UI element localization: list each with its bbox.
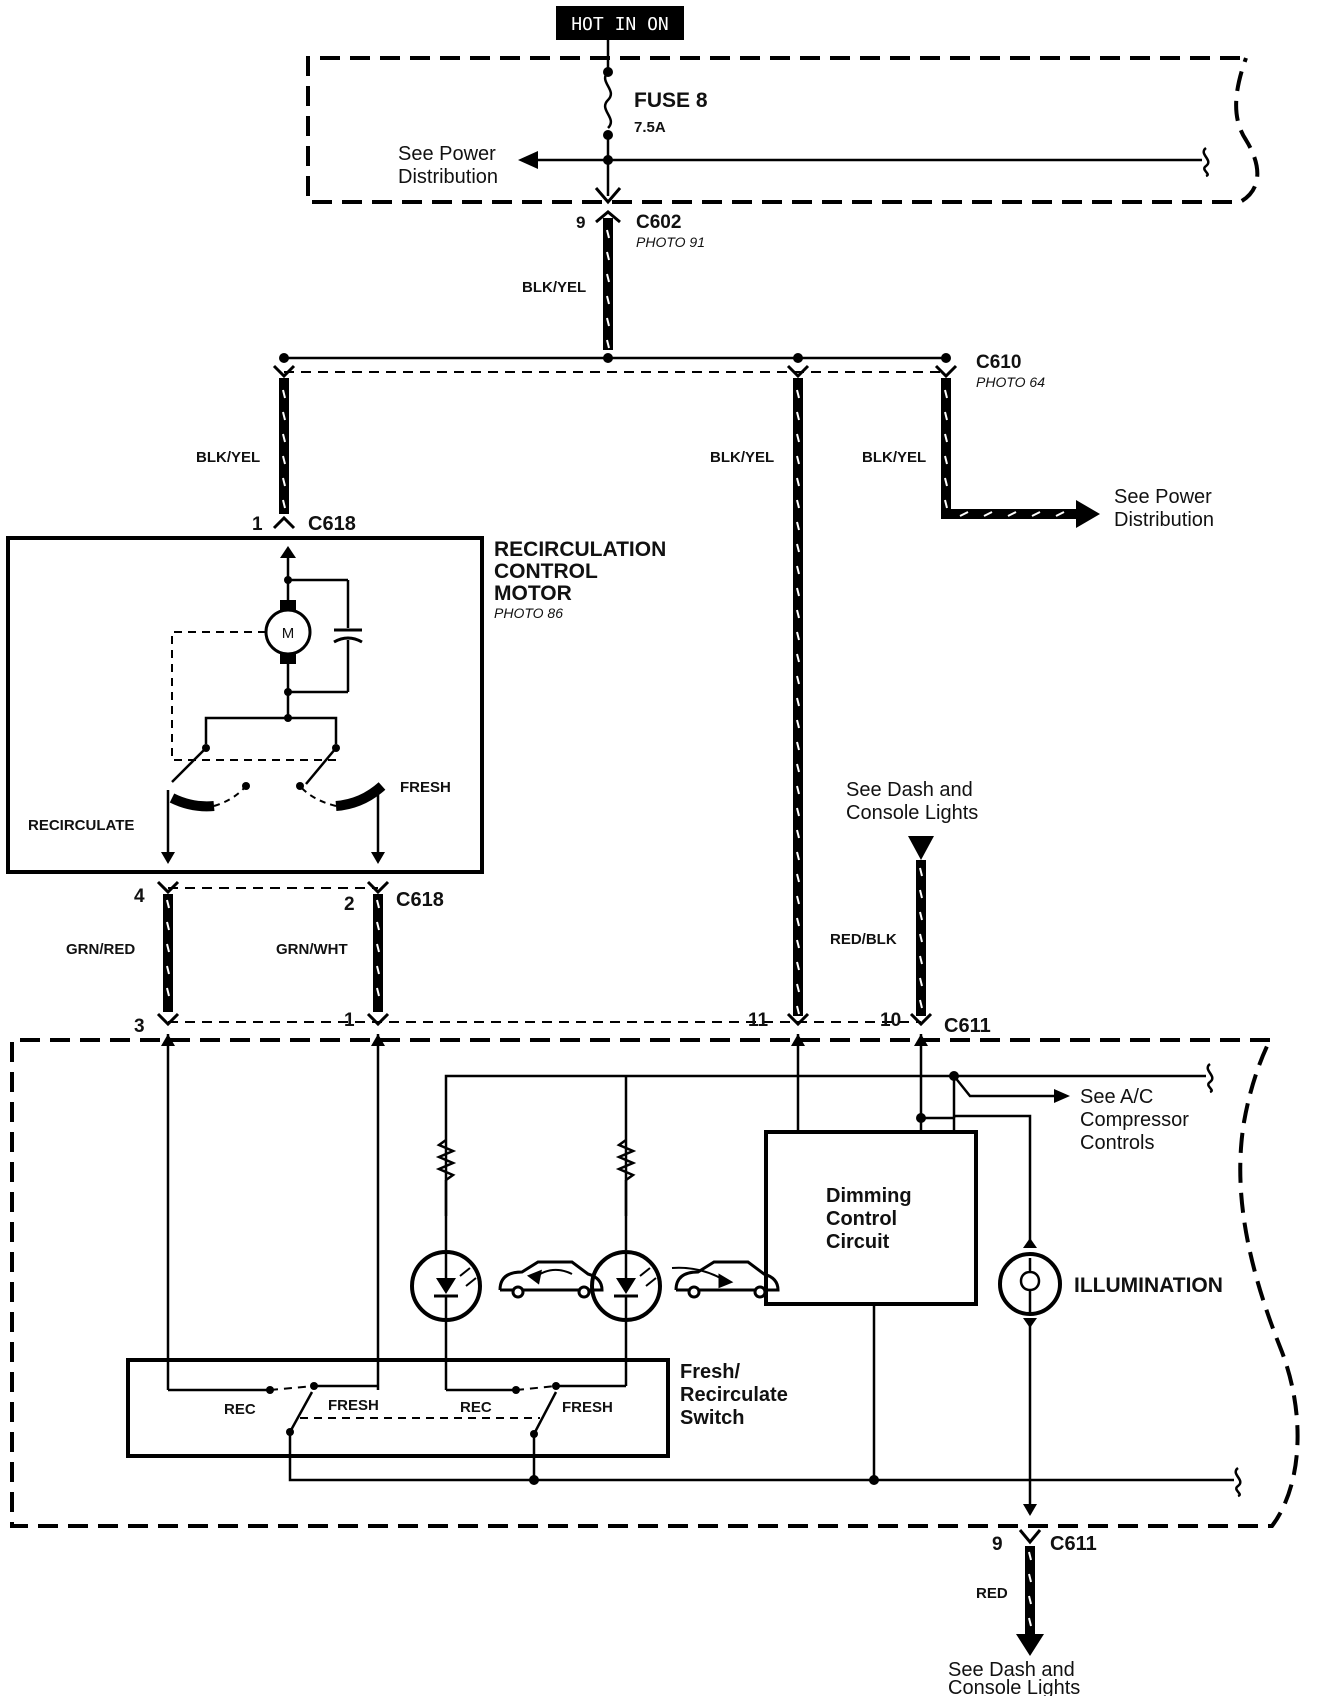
c611-pin-1: 1 [344, 1010, 355, 1031]
dimming-label-2: Control [826, 1208, 897, 1230]
dimming-label-3: Circuit [826, 1231, 890, 1253]
car-recirculate-icon [498, 1260, 604, 1299]
c618-top-name: C618 [308, 513, 356, 535]
wire-red-blk-label: RED/BLK [830, 931, 897, 948]
motor-fresh-label: FRESH [400, 779, 451, 796]
motor-title-3: MOTOR [494, 582, 572, 605]
fresh-recirculate-switch [126, 1358, 670, 1458]
wire-red-label: RED [976, 1585, 1008, 1602]
c610-name: C610 [976, 352, 1021, 373]
wire-right-label: BLK/YEL [862, 449, 926, 466]
fuse-icon [603, 71, 613, 129]
wire-left-label: BLK/YEL [196, 449, 260, 466]
c611-pin-11: 11 [748, 1010, 769, 1031]
dimming-control-circuit [764, 1130, 978, 1306]
power-dist-right-2: Distribution [1114, 509, 1214, 531]
dash-lights-bottom-2: Console Lights [948, 1677, 1080, 1696]
switch-fresh-2: FRESH [562, 1399, 613, 1416]
dash-lights-top-1: See Dash and [846, 779, 973, 801]
c618-bottom-name: C618 [396, 889, 444, 911]
c611-top-name: C611 [944, 1015, 991, 1037]
ac-label-3: Controls [1080, 1132, 1154, 1154]
wire-middle-label: BLK/YEL [710, 449, 774, 466]
ac-label-2: Compressor [1080, 1109, 1189, 1131]
switch-label-3: Switch [680, 1407, 744, 1429]
c618-top-pin: 1 [252, 514, 263, 535]
arrow-icon [1016, 1634, 1044, 1656]
motor-recirculate-label: RECIRCULATE [28, 817, 134, 834]
fuse-block-outline [306, 56, 1260, 204]
power-dist-top-1: See Power [398, 143, 496, 165]
bulb-icon [998, 1252, 1062, 1316]
c602-photo: PHOTO 91 [636, 234, 705, 250]
c618-bottom-pin-right: 2 [344, 894, 355, 915]
motor-photo: PHOTO 86 [494, 605, 563, 621]
switch-fresh-1: FRESH [328, 1397, 379, 1414]
hot-in-on-label: HOT IN ON [571, 14, 669, 35]
c611-pin-10: 10 [880, 1010, 901, 1031]
control-panel-outline [10, 1038, 1300, 1528]
power-dist-top-2: Distribution [398, 166, 498, 188]
recirculation-motor-box [6, 536, 484, 874]
motor-title-2: CONTROL [494, 560, 598, 583]
c611-bottom-name: C611 [1050, 1533, 1097, 1555]
switch-rec-2: REC [460, 1399, 492, 1416]
c602-name: C602 [636, 212, 681, 233]
dash-lights-top-2: Console Lights [846, 802, 978, 824]
motor-symbol: M [282, 625, 295, 642]
switch-rec-1: REC [224, 1401, 256, 1418]
dimming-label-1: Dimming [826, 1185, 912, 1207]
fuse-name: FUSE 8 [634, 89, 708, 112]
wire-hatch-ticks [166, 229, 1065, 1627]
switch-label-1: Fresh/ [680, 1361, 740, 1383]
switch-label-2: Recirculate [680, 1384, 788, 1406]
fuse-rating: 7.5A [634, 119, 666, 136]
power-dist-right-1: See Power [1114, 486, 1212, 508]
ac-label-1: See A/C [1080, 1086, 1153, 1108]
arrow-icon [1076, 500, 1100, 528]
c610-photo: PHOTO 64 [976, 374, 1045, 390]
car-fresh-icon [671, 1260, 780, 1299]
wire-grn-wht-label: GRN/WHT [276, 941, 348, 958]
c602-pin: 9 [576, 213, 585, 232]
c611-pin-3: 3 [134, 1016, 145, 1037]
arrow-icon [1054, 1089, 1070, 1103]
dash-lights-bottom-1: See Dash and [948, 1659, 1075, 1681]
motor-title-1: RECIRCULATION [494, 538, 666, 561]
wire-main-label: BLK/YEL [522, 279, 586, 296]
wire-grn-red-label: GRN/RED [66, 941, 135, 958]
c611-bottom-pin: 9 [992, 1534, 1003, 1555]
arrow-icon [908, 836, 934, 860]
c618-bottom-pin-left: 4 [134, 886, 145, 907]
illumination-label: ILLUMINATION [1074, 1274, 1223, 1297]
arrow-icon [518, 151, 538, 169]
hot-in-on-badge [556, 6, 684, 40]
